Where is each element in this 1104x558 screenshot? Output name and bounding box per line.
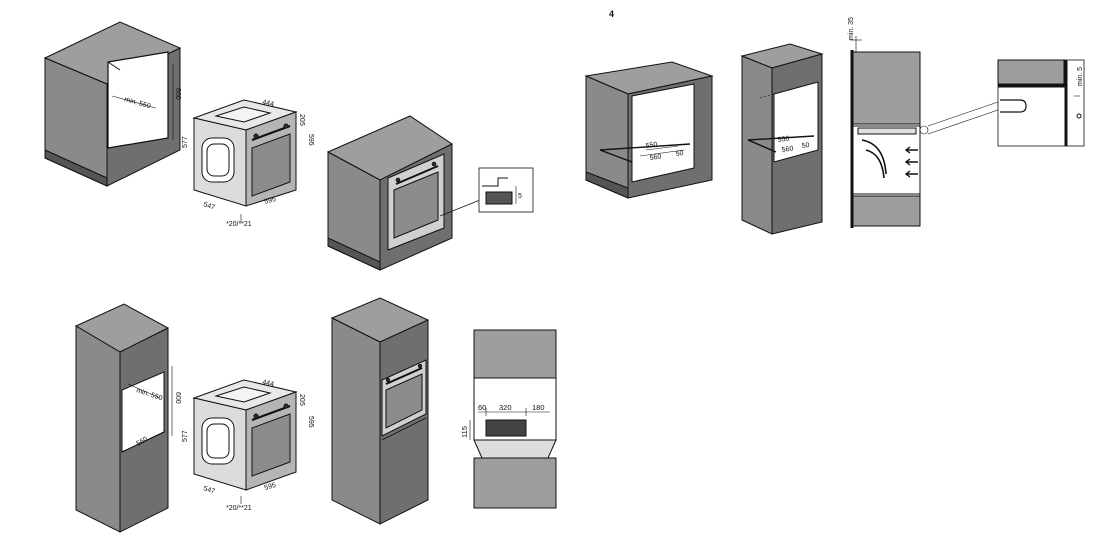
fig3-niche xyxy=(631,83,695,183)
fig7-vent-opening xyxy=(469,329,557,509)
fig1-oven-height: 577 xyxy=(182,136,189,148)
fig5-tall-cabinet xyxy=(74,303,173,533)
fig1-oven-dim-a: 20 xyxy=(298,114,305,122)
fig5-oven-dim-b: 5 xyxy=(298,402,305,406)
fig5-niche-height-label: 600 xyxy=(174,392,181,404)
fig7-left-label: 60 xyxy=(478,403,486,412)
fig5-oven-front: *20/**21 xyxy=(226,505,252,512)
fig5-oven-total-height: 595 xyxy=(307,416,314,428)
fig7-right-label: 180 xyxy=(532,403,545,412)
fig2-gap-label: 5 xyxy=(518,193,522,200)
fig1-oven-door-glass xyxy=(251,133,291,197)
fig5-oven xyxy=(192,379,298,491)
fig5-oven-dim-a: 20 xyxy=(298,394,305,402)
fig7-vent-slot xyxy=(485,419,527,437)
fig3-width-label: 560 xyxy=(649,153,662,162)
fig5-oven-width: 595 xyxy=(264,482,277,492)
fig5-oven-height: 577 xyxy=(182,430,189,442)
fig2-cabinet-with-oven xyxy=(326,115,481,271)
fig4-width-label: 560 xyxy=(781,145,794,154)
fig2-detail xyxy=(478,167,534,213)
fig4-top-gap-label: min. 35 xyxy=(848,17,855,40)
fig4-section xyxy=(850,36,999,228)
fig1-oven-dim-b: 5 xyxy=(298,122,305,126)
fig1-oven xyxy=(192,99,298,207)
fig5-lower-label: 560 xyxy=(136,436,150,448)
fig3-cabinet xyxy=(584,61,714,199)
fig1-base-cabinet xyxy=(43,21,182,187)
fig1-oven-cavity xyxy=(201,137,235,183)
fig7-height-label: 115 xyxy=(460,426,469,438)
fig4-depth-label: 550 xyxy=(777,135,790,144)
fig1-oven-width: 595 xyxy=(264,196,277,206)
fig4-tall-cabinet xyxy=(740,43,824,235)
page-number: 4 xyxy=(609,9,614,19)
fig4-niche xyxy=(773,81,819,163)
fig4-detail-gap-label: min. 5 xyxy=(1077,67,1084,86)
fig1-oven-depth: 547 xyxy=(202,201,215,211)
fig1-oven-depth-top: 444 xyxy=(262,99,275,108)
fig1-oven-total-height: 595 xyxy=(307,134,314,146)
fig1-niche-height-label: 600 xyxy=(174,88,181,100)
fig7-middle-label: 320 xyxy=(499,403,512,412)
fig5-oven-door-glass xyxy=(251,413,291,477)
fig3-depth-label: 550 xyxy=(645,141,658,150)
fig5-oven-depth-top: 444 xyxy=(262,379,275,388)
fig3-gap-label: 50 xyxy=(675,150,684,158)
fig4-gap-label: 50 xyxy=(801,142,810,150)
fig4-detail xyxy=(997,59,1085,147)
fig5-oven-depth: 547 xyxy=(202,485,215,495)
fig6-tall-cabinet-with-oven xyxy=(330,297,430,525)
fig1-oven-front: *20/**21 xyxy=(226,221,252,228)
